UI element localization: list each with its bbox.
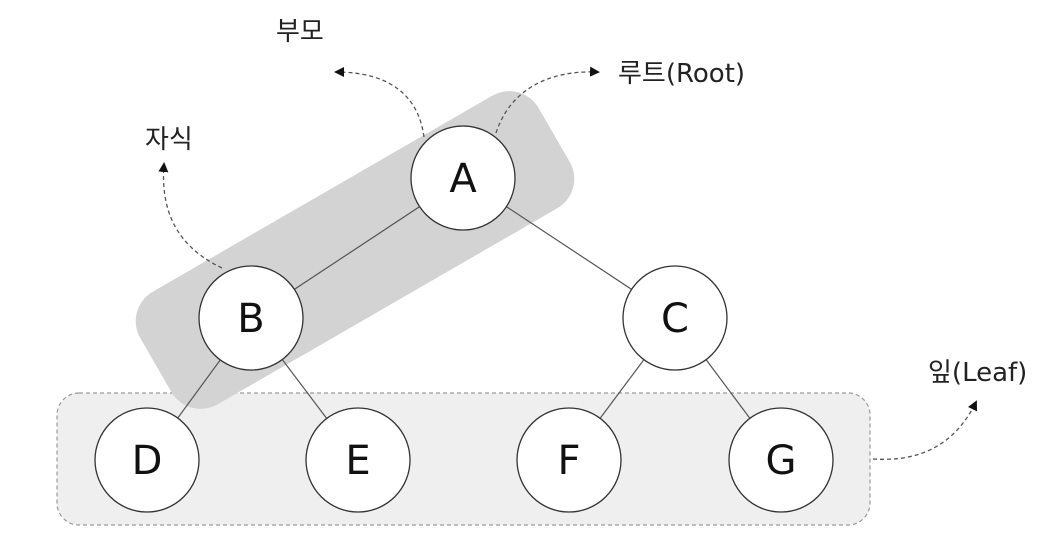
node-g: G	[728, 407, 834, 513]
node-label: B	[237, 296, 264, 342]
node-label: G	[766, 438, 797, 484]
node-circle	[94, 407, 200, 513]
node-circle	[198, 265, 304, 371]
node-circle	[728, 407, 834, 513]
node-circle	[410, 125, 516, 231]
node-b: B	[198, 265, 304, 371]
leaf-region	[56, 392, 871, 526]
node-label: C	[661, 296, 689, 342]
root-label: 루트(Root)	[618, 59, 745, 89]
child-arrow	[158, 162, 223, 269]
nodes: A B C D E F G	[94, 125, 834, 513]
node-label: F	[557, 438, 580, 484]
node-a: A	[410, 125, 516, 231]
node-circle	[516, 407, 622, 513]
leaf-arrow	[872, 400, 977, 460]
node-label: E	[345, 438, 370, 484]
parent-label: 부모	[276, 17, 324, 47]
node-e: E	[305, 407, 411, 513]
node-d: D	[94, 407, 200, 513]
node-label: D	[132, 438, 163, 484]
node-label: A	[449, 156, 477, 202]
node-c: C	[622, 265, 728, 371]
node-circle	[305, 407, 411, 513]
child-label: 자식	[145, 125, 193, 155]
parent-arrow	[334, 67, 425, 138]
node-f: F	[516, 407, 622, 513]
root-arrow	[495, 66, 600, 134]
node-circle	[622, 265, 728, 371]
leaf-label: 잎(Leaf)	[928, 358, 1027, 388]
